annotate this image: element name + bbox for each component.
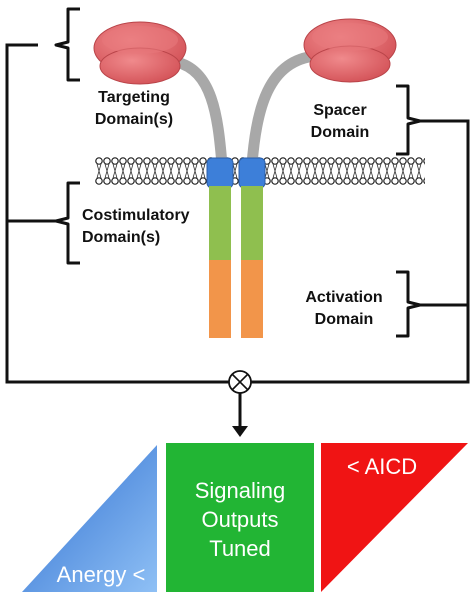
circled-times-icon bbox=[228, 370, 252, 394]
label-costimulatory-line2: Domain(s) bbox=[82, 229, 160, 246]
output-anergy-triangle bbox=[22, 445, 157, 592]
transmembrane-domain-left bbox=[206, 157, 234, 189]
output-signaling-box bbox=[166, 443, 314, 592]
costimulatory-domain-right bbox=[241, 186, 263, 260]
arrow-head bbox=[232, 426, 248, 437]
spacer-stalk-left bbox=[170, 56, 228, 171]
output-signaling-line2: Outputs bbox=[201, 507, 278, 532]
label-costimulatory-line1: Costimulatory bbox=[82, 207, 190, 224]
label-spacer-line1: Spacer bbox=[313, 102, 366, 119]
output-anergy-label: Anergy < bbox=[57, 562, 146, 587]
label-activation-line1: Activation bbox=[305, 289, 382, 306]
costimulatory-domain-left bbox=[209, 186, 231, 260]
label-spacer-line2: Domain bbox=[311, 124, 370, 141]
connector-right-loop bbox=[251, 119, 470, 384]
bracket-spacer bbox=[396, 84, 422, 156]
label-targeting-line2: Domain(s) bbox=[95, 111, 173, 128]
transmembrane-domain-right bbox=[238, 157, 266, 189]
bracket-costimulatory bbox=[54, 181, 80, 265]
bracket-targeting bbox=[54, 7, 80, 82]
activation-domain-right bbox=[241, 260, 263, 338]
targeting-domain-left bbox=[93, 21, 187, 85]
connector-left-loop bbox=[5, 43, 229, 384]
label-targeting-line1: Targeting bbox=[98, 89, 170, 106]
output-signaling-line1: Signaling bbox=[195, 478, 286, 503]
label-activation-line2: Domain bbox=[315, 311, 374, 328]
bracket-activation bbox=[396, 270, 422, 338]
output-aicd-triangle bbox=[321, 443, 468, 592]
targeting-domain-right bbox=[303, 18, 397, 83]
output-signaling-line3: Tuned bbox=[209, 536, 271, 561]
activation-domain-left bbox=[209, 260, 231, 338]
output-aicd-label: < AICD bbox=[347, 454, 417, 479]
spacer-stalk-right bbox=[246, 50, 322, 171]
